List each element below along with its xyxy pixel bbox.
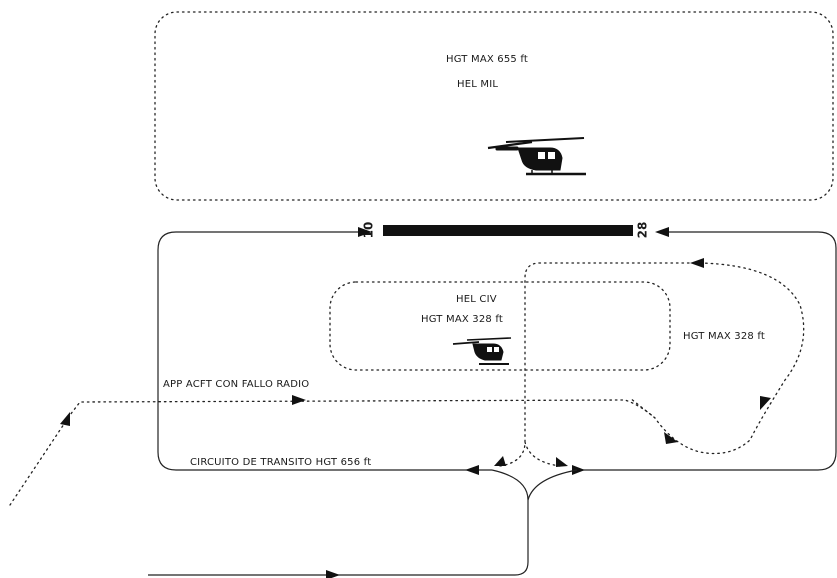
entry-arrow-bottom [326,570,340,578]
radio-failure-arrow-mid [292,395,306,405]
radio-failure-label: APP ACFT CON FALLO RADIO [163,379,309,390]
radio-failure-approach [9,399,656,506]
traffic-circuit-arrow-west [358,227,372,237]
runway-strip [383,225,633,236]
radio-failure-arrow-entry [60,412,70,426]
entry-exit-branch-right [527,469,578,501]
traffic-circuit-arrow-east [655,227,669,237]
civil-helicopter-zone [329,281,671,371]
east-helicopter-loop [499,262,805,467]
helicopter-icon-civil [452,337,512,365]
civil-zone-label: HEL CIV [456,294,497,305]
civil-exit-arrow-left [494,456,506,466]
helicopter-icon-military [487,137,586,176]
east-loop-arrow-top [690,258,704,268]
traffic-circuit-line [157,231,492,471]
east-loop-arrow-bottom [664,432,678,444]
military-helicopter-zone [154,11,834,201]
traffic-circuit-arrow-south-2 [465,465,479,475]
traffic-circuit-label: CIRCUITO DE TRANSITO HGT 656 ft [190,457,371,468]
civil-exit-arrow-right [556,457,568,467]
east-loop-arrow-right [760,396,771,410]
military-zone-label: HEL MIL [457,79,498,90]
military-height-label: HGT MAX 655 ft [446,54,528,65]
traffic-circuit-line-right [577,231,837,471]
east-loop-height-label: HGT MAX 328 ft [683,331,765,342]
runway-designator-28: 28 [636,222,650,239]
entry-exit-branch [148,469,529,576]
civil-height-label: HGT MAX 328 ft [421,314,503,325]
traffic-circuit-arrow-south [572,465,585,475]
